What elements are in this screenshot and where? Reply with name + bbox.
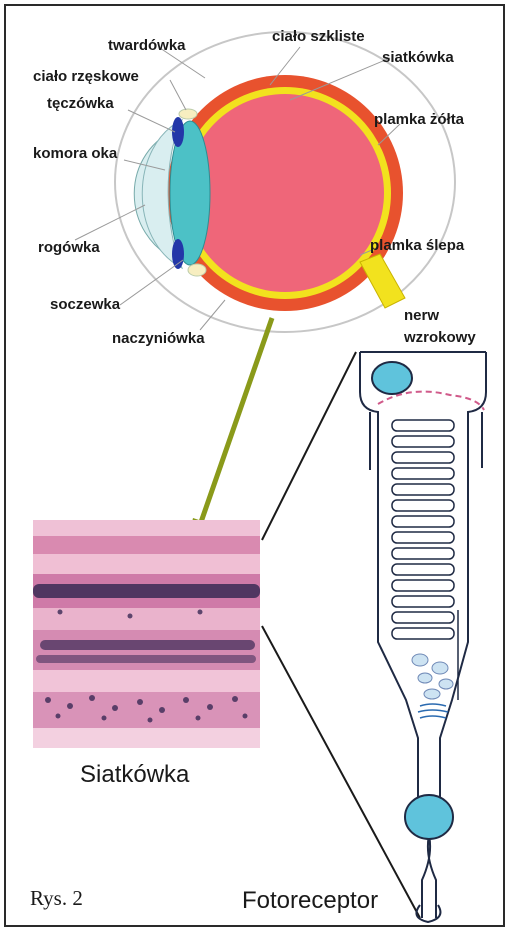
label-plamka-slepa: plamka ślepa (370, 237, 465, 254)
label-soczewka: soczewka (50, 296, 121, 313)
pigment-granule (372, 362, 412, 394)
figure-caption: Rys. 2 (30, 886, 83, 910)
vitreous-body (186, 94, 384, 292)
label-siatkowka: siatkówka (382, 49, 454, 66)
label-nerw: nerw (404, 307, 439, 324)
retina-title: Siatkówka (80, 761, 190, 788)
optic-nerve (360, 254, 405, 308)
receptor-nucleus (405, 795, 453, 839)
iris-top (172, 117, 184, 147)
label-wzrokowy: wzrokowy (403, 329, 476, 346)
label-teczowka: tęczówka (47, 95, 114, 112)
zoom-lines (262, 352, 420, 918)
retina-histology: Siatkówka (33, 520, 260, 788)
label-rogowka: rogówka (38, 239, 100, 256)
photoreceptor-title: Fotoreceptor (242, 887, 378, 914)
photoreceptor-diagram (360, 352, 486, 922)
label-twardowka: twardówka (108, 37, 186, 54)
zoom-arrow (188, 318, 272, 540)
label-cialo-szkliste: ciało szkliste (272, 28, 365, 45)
eye-diagram: twardówka ciało szkliste ciało rzęskowe … (33, 28, 476, 347)
label-plamka-zolta: plamka żółta (374, 111, 465, 128)
label-naczyniowka: naczyniówka (112, 330, 205, 347)
label-cialo-rzeskowe: ciało rzęskowe (33, 68, 139, 85)
iris-bottom (172, 239, 184, 269)
label-komora-oka: komora oka (33, 145, 118, 162)
